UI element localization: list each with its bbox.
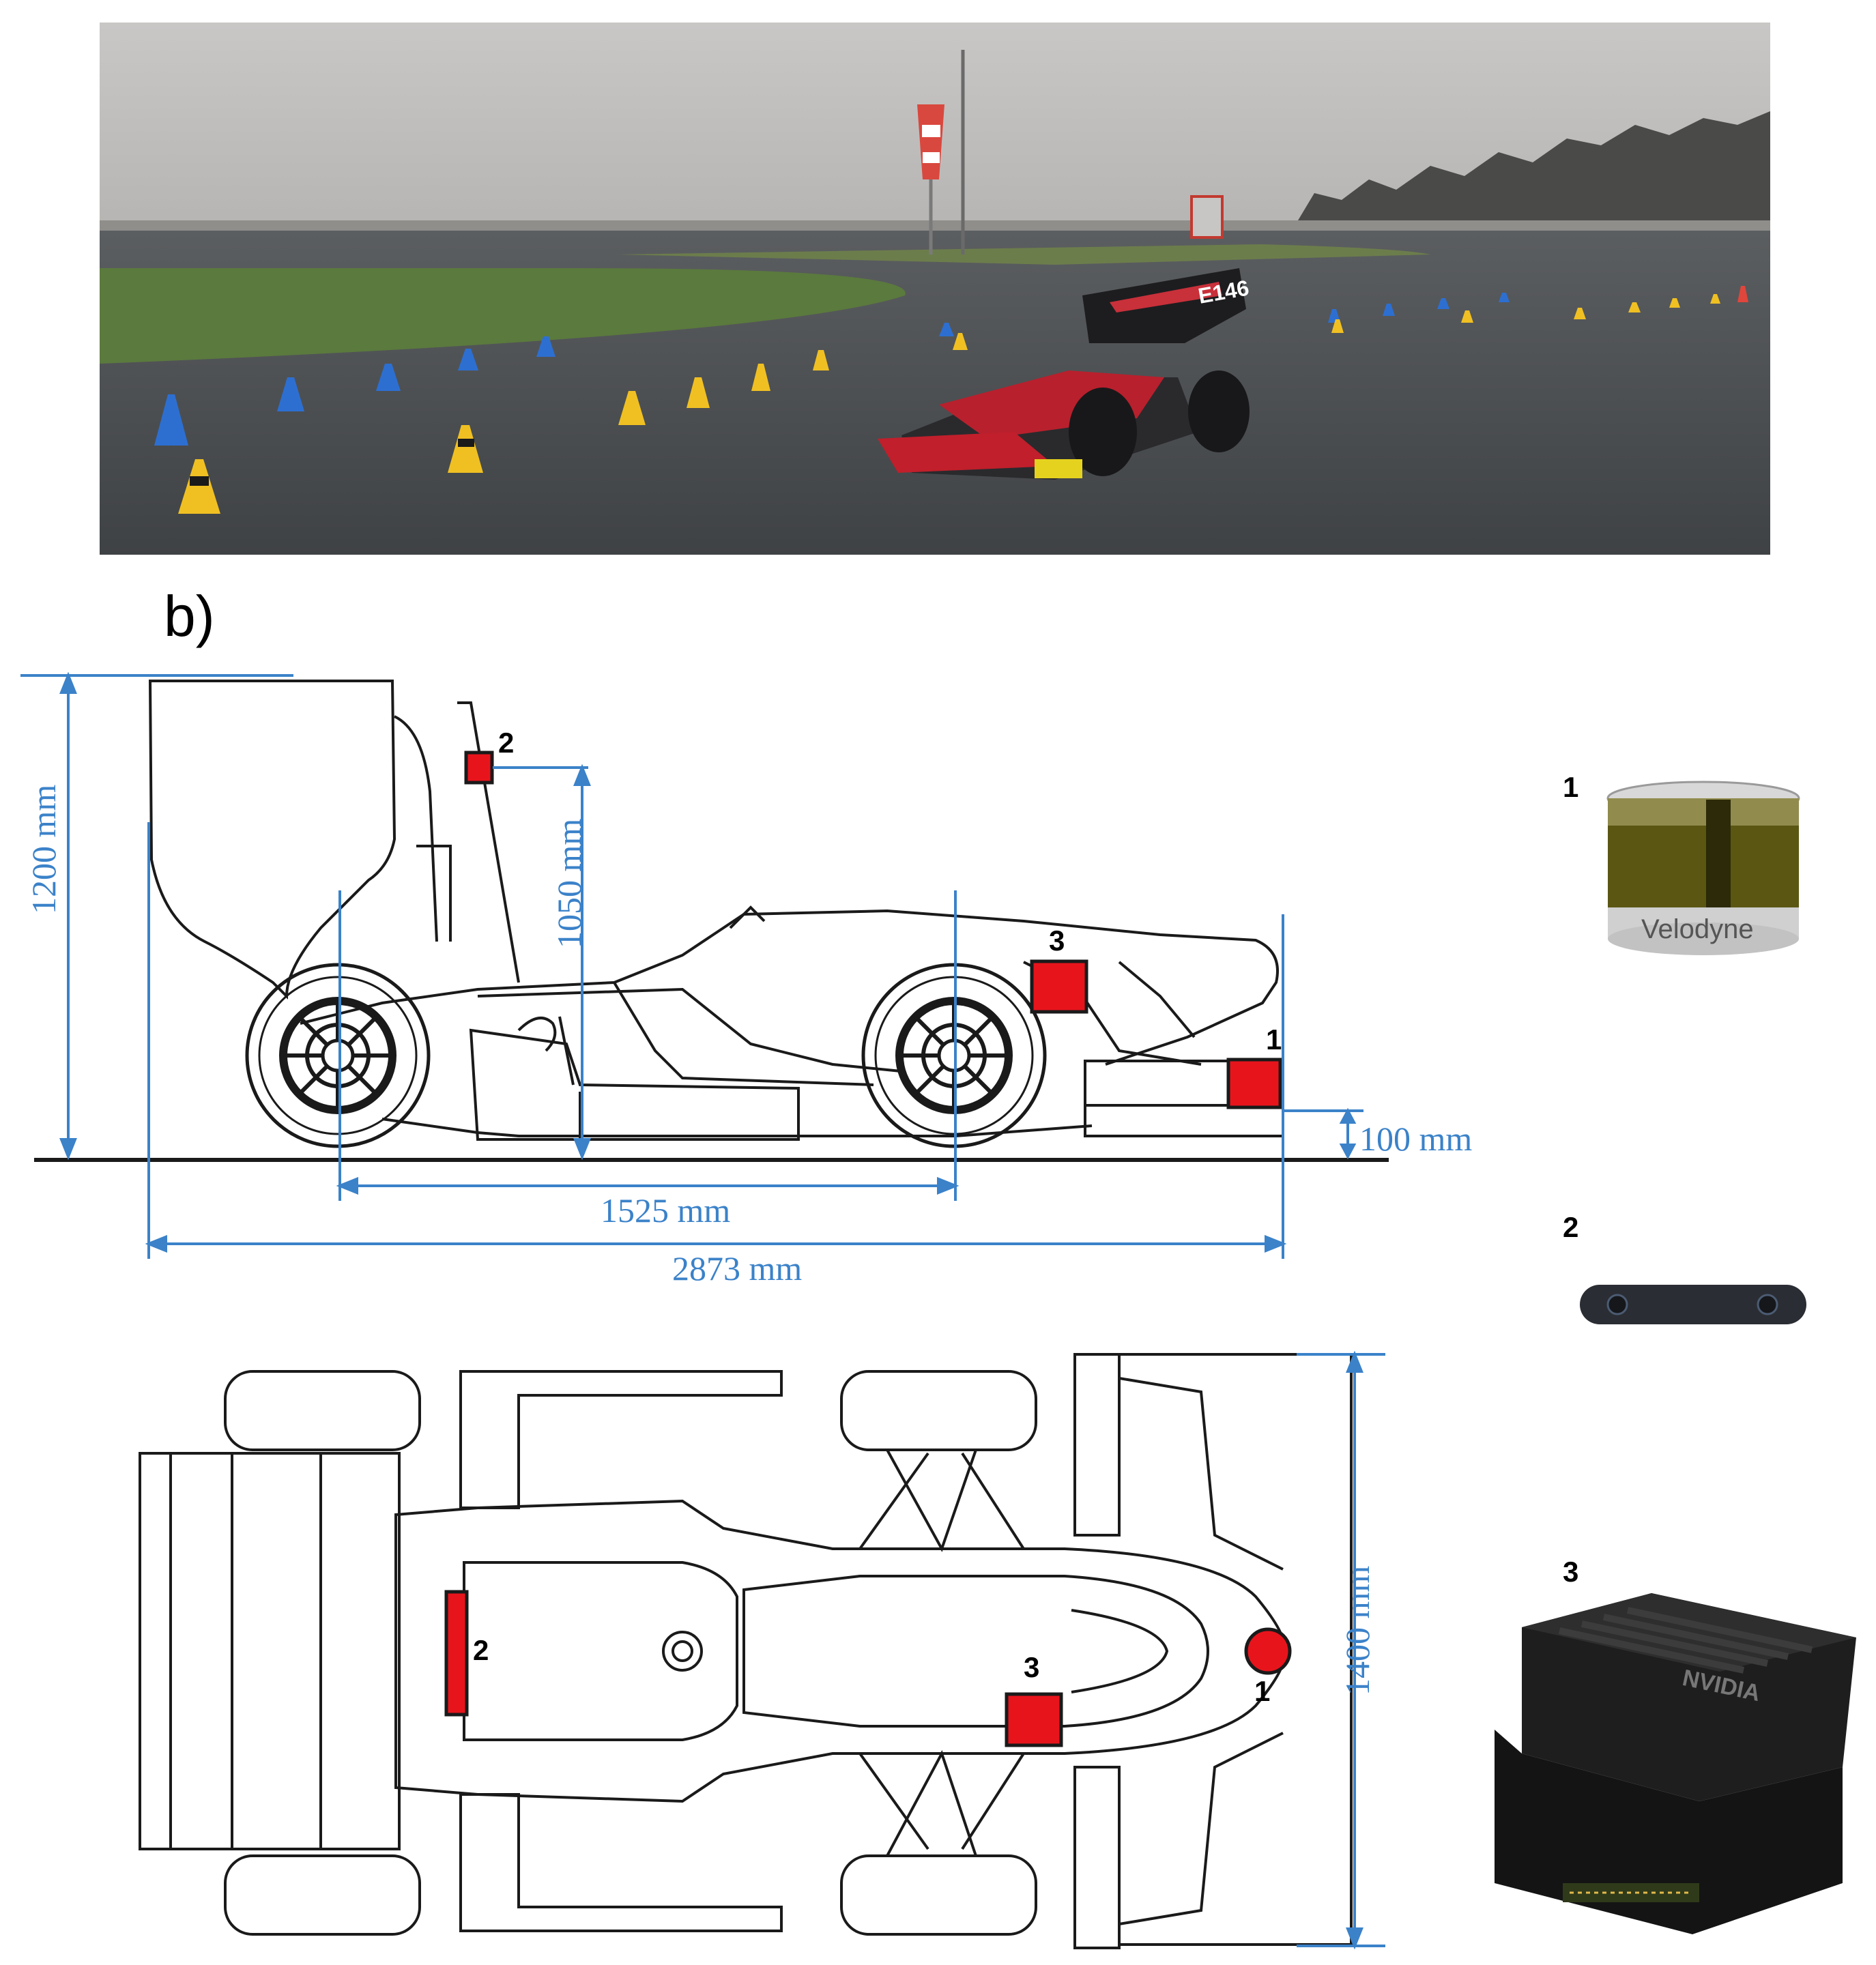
- top-marker-1: [1244, 1627, 1292, 1675]
- legend-number-2: 2: [1563, 1211, 1579, 1243]
- track-photo: E146: [100, 23, 1770, 555]
- side-marker-2: [464, 751, 494, 785]
- top-marker-3: [1005, 1692, 1063, 1747]
- side-marker-label-2: 2: [498, 727, 515, 759]
- top-marker-label-3: 3: [1024, 1651, 1040, 1683]
- wheelbase-dimension-label: 1525 mm: [601, 1191, 731, 1229]
- top-marker-label-2: 2: [473, 1634, 489, 1666]
- velodyne-brand-text: Velodyne: [1641, 914, 1754, 944]
- nvidia-computer-image: [1495, 1593, 1856, 1934]
- side-marker-label-1: 1: [1266, 1023, 1282, 1056]
- legend-number-3: 3: [1563, 1556, 1579, 1588]
- panel-b-label: b): [164, 584, 215, 648]
- stereo-camera-image: [1580, 1285, 1806, 1324]
- side-marker-1: [1226, 1058, 1282, 1109]
- velodyne-lidar-image: [1606, 781, 1800, 955]
- legend-number-1: 1: [1563, 771, 1579, 803]
- camera-height-dimension-label: 1050 mm: [550, 818, 588, 948]
- side-marker-3: [1030, 959, 1088, 1014]
- height-dimension-label: 1200 mm: [25, 784, 63, 914]
- top-marker-2: [444, 1590, 469, 1717]
- side-marker-label-3: 3: [1049, 925, 1065, 957]
- length-dimension-label: 2873 mm: [672, 1249, 803, 1287]
- top-marker-label-1: 1: [1254, 1675, 1271, 1707]
- ground-clearance-dimension-label: 100 mm: [1359, 1120, 1473, 1158]
- width-dimension-label: 1400 mm: [1338, 1565, 1376, 1695]
